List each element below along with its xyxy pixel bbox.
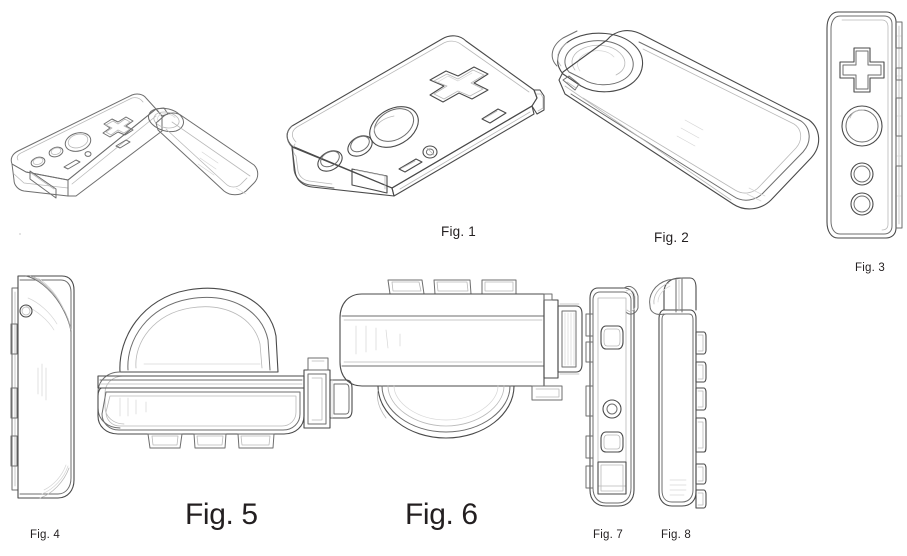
figure-8-caption: Fig. 8 bbox=[661, 529, 691, 541]
figure-2-caption: Fig. 2 bbox=[654, 230, 689, 245]
figure-6-drawing bbox=[339, 278, 583, 439]
figure-1-inset-drawing bbox=[6, 84, 268, 204]
figure-7-drawing bbox=[584, 274, 640, 507]
figure-7-caption: Fig. 7 bbox=[593, 529, 623, 541]
figure-6-caption: Fig. 6 bbox=[405, 498, 478, 531]
figure-1-drawing bbox=[286, 35, 545, 197]
figure-1-caption: Fig. 1 bbox=[441, 224, 476, 239]
figure-4-drawing bbox=[4, 275, 75, 499]
figure-3-caption: Fig. 3 bbox=[855, 262, 885, 274]
figure-5-caption: Fig. 5 bbox=[185, 498, 258, 531]
figure-5-drawing bbox=[97, 287, 353, 446]
figure-4-caption: Fig. 4 bbox=[30, 529, 60, 541]
figure-2-drawing bbox=[535, 30, 820, 210]
figure-8-drawing bbox=[646, 277, 707, 509]
figure-3-drawing bbox=[826, 11, 906, 239]
